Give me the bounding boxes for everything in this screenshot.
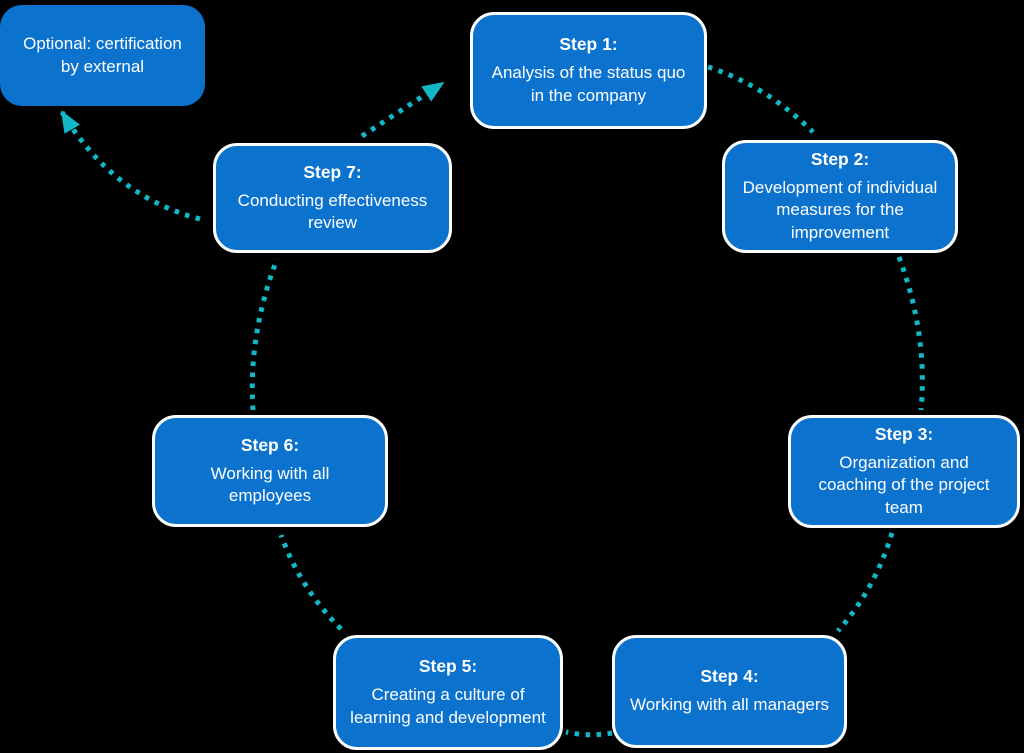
step7-title: Step 7: [303,161,362,182]
step5-box: Step 5: Creating a culture of learning a… [333,635,563,750]
step2-box: Step 2: Development of individual measur… [722,140,958,253]
step3-box: Step 3: Organization and coaching of the… [788,415,1020,528]
optional-note-text: Optional: certification by external [23,33,182,76]
optional-note-box: Optional: certification by external [0,5,205,106]
step7-description: Conducting effectiveness review [237,190,428,232]
step1-title: Step 1: [559,34,618,55]
step2-title: Step 2: [810,148,870,169]
step6-description: Working with all employees [210,463,330,505]
step4-box: Step 4: Working with all managers [612,635,847,748]
step4-title: Step 4: [700,666,759,687]
connector-step7-to-step1-arrow [360,80,445,139]
step3-description: Organization and coaching of the project… [818,452,990,517]
connector-step6-to-step7 [249,258,280,411]
step6-title: Step 6: [240,434,300,455]
step5-title: Step 5: [418,656,478,677]
connector-step3-to-step4 [836,532,895,633]
step5-description: Creating a culture of learning and devel… [350,685,546,727]
connector-step2-to-step3 [896,256,925,411]
step7-box: Step 7: Conducting effectiveness review [213,143,452,253]
step6-box: Step 6: Working with all employees [152,415,388,527]
step4-description: Working with all managers [629,695,830,715]
step3-title: Step 3: [874,423,934,444]
step2-description: Development of individual measures for t… [742,177,938,242]
connector-step4-to-step5 [565,729,613,738]
step1-box: Step 1: Analysis of the status quo in th… [470,12,707,129]
step1-description: Analysis of the status quo in the compan… [491,63,686,105]
connector-step1-to-step2 [707,64,815,134]
connector-step7-to-optional-arrow [59,110,201,222]
connector-step5-to-step6 [278,534,343,631]
